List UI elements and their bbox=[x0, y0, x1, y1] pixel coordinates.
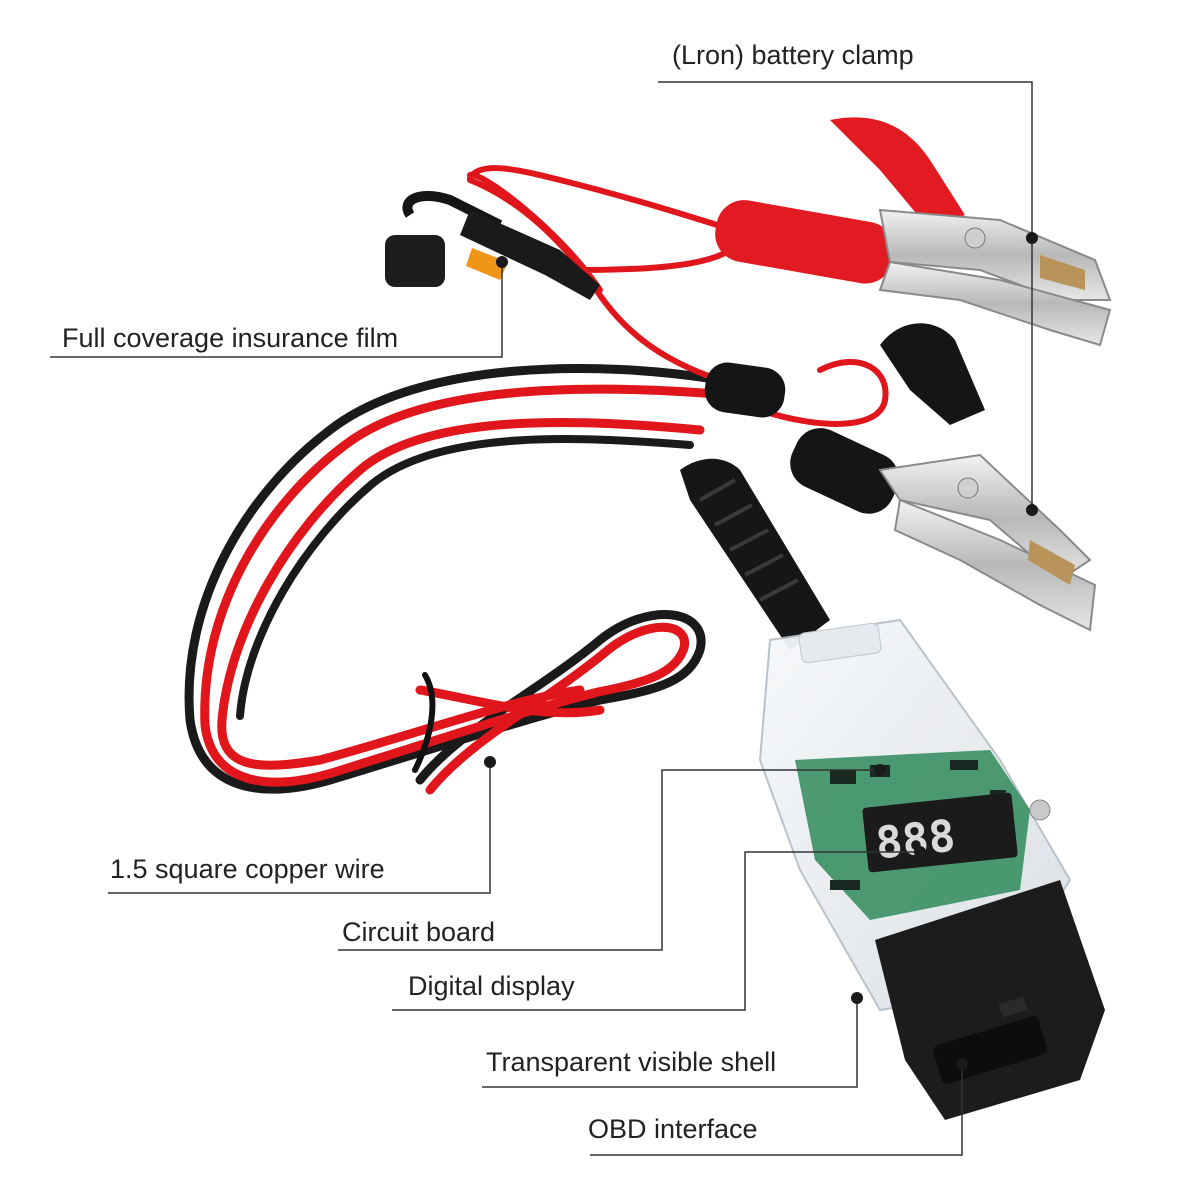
red-small-loop bbox=[757, 358, 889, 427]
red-wire-loop bbox=[200, 384, 735, 795]
leader-obd-interface bbox=[590, 1064, 963, 1156]
black-wire-loop bbox=[184, 364, 725, 794]
red-lead-main bbox=[467, 165, 743, 235]
label-digital-display: Digital display bbox=[408, 971, 575, 1001]
shell-top-tab bbox=[798, 622, 882, 664]
digital-display-digits: 888 bbox=[873, 811, 957, 870]
black-clamp-jaw-bottom bbox=[893, 498, 1097, 632]
red-wire-tail bbox=[415, 685, 605, 718]
fuse-cap bbox=[385, 235, 445, 287]
strain-relief-body bbox=[680, 458, 830, 650]
black-battery-clamp bbox=[704, 323, 1097, 632]
fuse-cap-strap bbox=[402, 191, 503, 230]
black-clamp-copper-teeth bbox=[1028, 540, 1075, 585]
black-clamp-sleeve-wire bbox=[704, 362, 786, 418]
leader-dots bbox=[484, 232, 1038, 1070]
black-clamp-sleeve bbox=[790, 428, 899, 514]
label-insurance-film: Full coverage insurance film bbox=[62, 323, 399, 353]
shell-screw bbox=[1029, 799, 1051, 821]
red-clamp-jaw-bottom bbox=[878, 260, 1112, 347]
transparent-shell-device: 888 bbox=[758, 618, 1105, 1120]
cable-tie bbox=[412, 672, 436, 773]
label-transparent-shell: Transparent visible shell bbox=[486, 1047, 777, 1077]
black-clamp-handle bbox=[880, 323, 985, 425]
red-clamp-sleeve bbox=[715, 200, 895, 284]
fuse-holder bbox=[385, 191, 600, 300]
fuse-insurance-film bbox=[466, 248, 508, 280]
red-clamp-handle bbox=[830, 117, 965, 230]
red-clamp-rivet bbox=[964, 227, 986, 249]
strain-relief bbox=[680, 458, 830, 650]
leader-transparent-shell bbox=[482, 998, 858, 1088]
copper-wire-bundle bbox=[184, 165, 889, 795]
leader-copper-wire bbox=[108, 762, 491, 894]
leader-digital-display bbox=[392, 851, 920, 1011]
black-clamp-rivet bbox=[957, 477, 979, 499]
red-wire-loop-2 bbox=[217, 417, 705, 770]
label-circuit-board: Circuit board bbox=[342, 917, 496, 947]
red-clamp-copper-teeth bbox=[1040, 255, 1085, 290]
red-battery-clamp bbox=[715, 117, 1112, 347]
leader-battery-clamp bbox=[658, 81, 1033, 238]
fuse-body bbox=[460, 210, 600, 300]
label-obd-interface: OBD interface bbox=[588, 1114, 758, 1144]
obd-connector bbox=[875, 880, 1105, 1120]
leader-insurance-film bbox=[50, 262, 503, 358]
label-battery-clamp: (Lron) battery clamp bbox=[672, 40, 914, 70]
label-copper-wire: 1.5 square copper wire bbox=[110, 854, 385, 884]
leader-circuit-board bbox=[338, 769, 880, 951]
black-wire-loop-2 bbox=[236, 435, 694, 720]
obd-connector-key bbox=[998, 996, 1028, 1018]
leader-lines bbox=[50, 81, 1033, 1156]
